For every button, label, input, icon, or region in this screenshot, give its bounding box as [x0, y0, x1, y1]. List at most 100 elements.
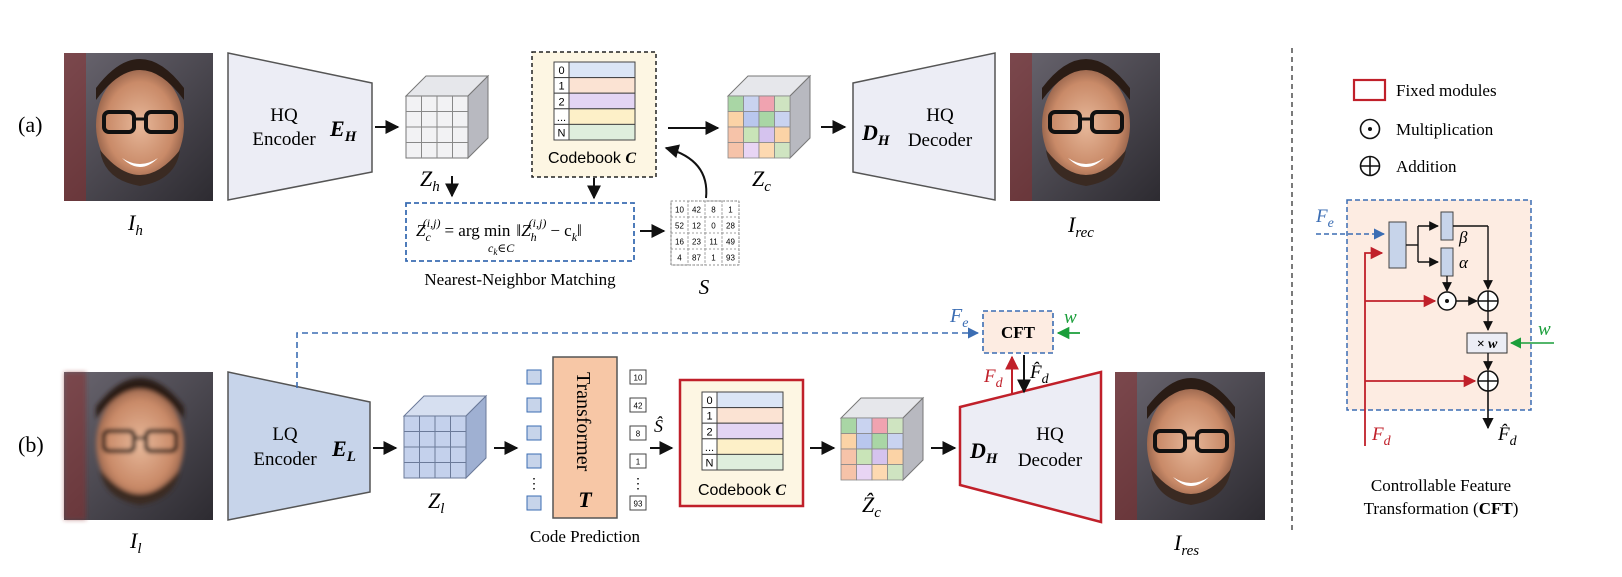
codebook-index: 0: [706, 395, 712, 407]
nn-formula: Zc(i,j)= arg min‖Zh(i,j)− ck‖: [416, 216, 582, 244]
predicted-code-value: 1: [636, 458, 641, 467]
cft-times-w-box: [1466, 332, 1508, 354]
cube-cell: [727, 95, 744, 112]
hq-encoder-line1: HQ: [270, 105, 298, 126]
s-matrix-value: 1: [711, 254, 716, 263]
cube-cell: [758, 142, 775, 159]
s-matrix-value: 52: [675, 222, 684, 231]
face-image-ires: [1115, 372, 1265, 520]
cft-caption-line2: Transformation (CFT): [1364, 499, 1519, 518]
predicted-code-value: 93: [634, 500, 643, 509]
codebook-entry: [568, 108, 636, 125]
s-matrix-label: S: [699, 275, 710, 299]
latent-cube-zl: [402, 394, 488, 480]
code-prediction-label: Code Prediction: [530, 527, 641, 546]
face-image-il: [64, 372, 213, 520]
s-hat-label: Ŝ: [654, 415, 663, 436]
cube-cell: [758, 126, 775, 143]
codebook-index: N: [706, 458, 714, 470]
codebook-index: 1: [706, 411, 712, 423]
legend-addition-label: Addition: [1396, 157, 1457, 176]
codebook-entry: [716, 391, 784, 409]
lq-encoder-symbol: EL: [331, 436, 356, 465]
s-matrix-value: 0: [711, 222, 716, 231]
hq-decoder-top-line1: HQ: [926, 105, 954, 126]
transformer-symbol: T: [578, 487, 593, 512]
legend-fixed-label: Fixed modules: [1396, 81, 1497, 100]
codebook-index: 2: [558, 96, 564, 108]
s-matrix-value: 11: [709, 238, 718, 247]
lq-encoder-line2: Encoder: [253, 449, 317, 470]
face-image-irec: [1010, 53, 1160, 201]
codebook-b-label: Codebook C: [698, 482, 786, 499]
hq-decoder-bottom-line1: HQ: [1036, 424, 1064, 445]
cube-cell: [840, 464, 857, 481]
label-ires: Ires: [1173, 530, 1199, 559]
s-matrix-value: 42: [692, 206, 701, 215]
cube-cell: [743, 95, 760, 112]
s-matrix-value: 1: [728, 206, 733, 215]
codebook-entry: [568, 61, 636, 79]
nn-matching-box: [405, 202, 635, 262]
cft-add-node-1: [1477, 290, 1499, 312]
label-fd-hat-main: F̂d: [1029, 362, 1050, 387]
codebook-a-table: 012...N: [553, 61, 636, 141]
lq-encoder-line1: LQ: [272, 424, 298, 445]
s-matrix-value: 23: [692, 238, 701, 247]
transformer-block: [552, 356, 618, 519]
cube-cell: [887, 448, 904, 465]
cube-cell: [856, 464, 873, 481]
svg-text:⋮: ⋮: [527, 477, 541, 492]
cube-cell: [727, 142, 744, 159]
codebook-entry: [716, 407, 784, 424]
row-label-a: (a): [18, 112, 42, 137]
cft-times-w-label: × w: [1477, 337, 1498, 352]
codebook-entry: [568, 123, 636, 141]
cube-cell: [774, 126, 791, 143]
cube-cell: [758, 111, 775, 128]
cube-cell: [840, 417, 857, 434]
cube-cell: [774, 142, 791, 159]
cube-cell: [840, 433, 857, 450]
cube-cell: [871, 433, 888, 450]
cube-cell: [774, 95, 791, 112]
s-matrix-value: 49: [726, 238, 735, 247]
s-matrix-value: 4: [677, 254, 682, 263]
codebook-index: N: [558, 128, 566, 140]
codebook-a-label: Codebook C: [548, 150, 636, 167]
cube-cell: [774, 111, 791, 128]
hq-encoder: [227, 52, 373, 201]
label-fe-detail: Fe: [1315, 206, 1334, 231]
cube-cell: [856, 433, 873, 450]
label-fe-main: Fe: [949, 305, 968, 331]
cube-cell: [856, 417, 873, 434]
addition-icon: [1359, 155, 1381, 177]
label-w-detail: w: [1538, 319, 1551, 340]
predicted-code-value: 42: [634, 402, 643, 411]
codebook-entry: [716, 422, 784, 440]
arrow-s-to-codebook: [664, 144, 708, 199]
hq-encoder-symbol: EH: [329, 116, 358, 145]
cft-add-node-2: [1477, 370, 1499, 392]
cube-cell: [840, 448, 857, 465]
transformer-label: Transformer: [572, 372, 594, 472]
row-label-b: (b): [18, 432, 44, 457]
cube-cell: [743, 142, 760, 159]
predicted-code-cell: [629, 397, 647, 413]
lq-encoder: [227, 371, 371, 521]
predicted-code-value: 8: [636, 430, 641, 439]
predicted-code-cell: [629, 425, 647, 441]
nn-formula-under: ck∈C: [488, 241, 515, 257]
hq-decoder-bottom-line2: Decoder: [1018, 450, 1083, 471]
hq-decoder-top-symbol: DH: [861, 120, 891, 149]
label-fd-main: Fd: [983, 366, 1004, 391]
codebook-entry: [568, 77, 636, 94]
label-irec: Irec: [1067, 212, 1094, 241]
cft-conv-beta: [1440, 211, 1454, 241]
label-fd-hat-detail: F̂d: [1497, 424, 1518, 449]
cube-cell: [743, 126, 760, 143]
cube-cell: [743, 111, 760, 128]
codebook-index: ...: [557, 112, 566, 124]
codebook-b-table: 012...N: [701, 391, 784, 471]
